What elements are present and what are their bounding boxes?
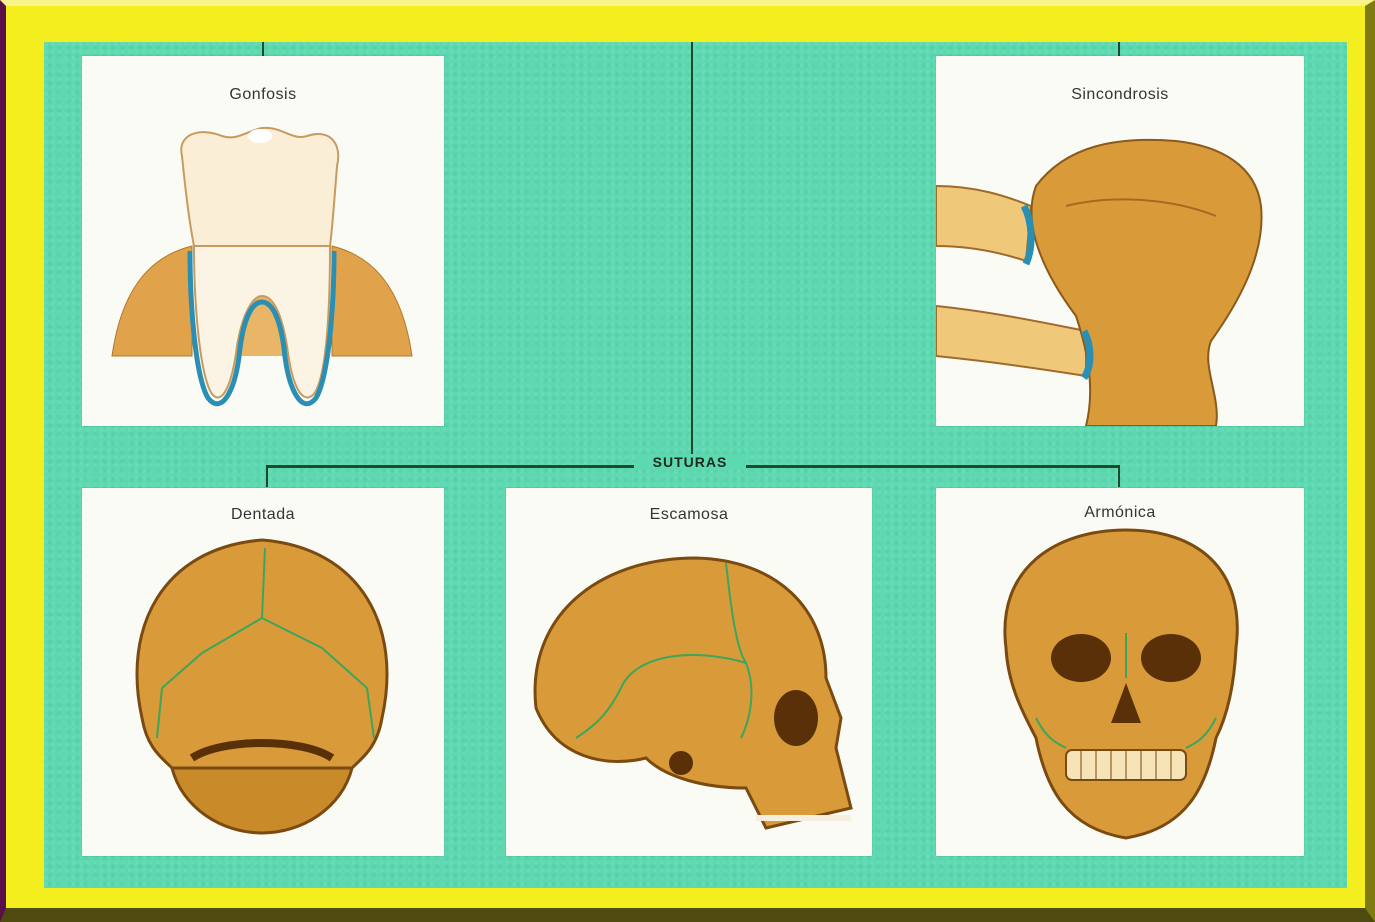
card-escamosa: Escamosa bbox=[506, 488, 872, 856]
tooth-illustration bbox=[82, 56, 444, 426]
center-vertical-line bbox=[691, 42, 693, 466]
skull-frontal-illustration bbox=[936, 488, 1304, 856]
card-sincondrosis: Sincondrosis bbox=[936, 56, 1304, 426]
sutures-label: SUTURAS bbox=[634, 454, 746, 470]
card-dentada: Dentada bbox=[82, 488, 444, 856]
top-left-tick bbox=[262, 42, 264, 56]
sutures-right-drop bbox=[1118, 465, 1120, 487]
top-right-tick bbox=[1118, 42, 1120, 56]
skull-posterior-illustration bbox=[82, 488, 444, 856]
sternum-rib-illustration bbox=[936, 56, 1304, 426]
sutures-left-drop bbox=[266, 465, 268, 487]
card-armonica: Armónica bbox=[936, 488, 1304, 856]
card-gonfosis: Gonfosis bbox=[82, 56, 444, 426]
skull-lateral-illustration bbox=[506, 488, 872, 856]
diagram-panel: SUTURAS Gonfosis Sincondrosis bbox=[44, 42, 1347, 888]
